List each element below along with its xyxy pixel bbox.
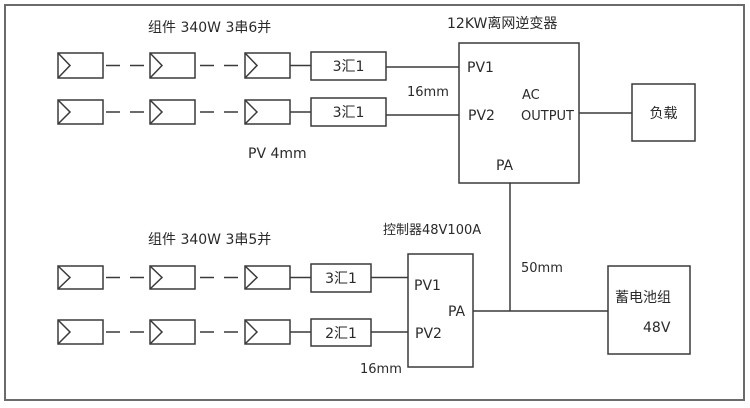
inverter-input-cable-label: 16mm (407, 85, 449, 100)
battery-box (607, 265, 691, 355)
pv-module (149, 52, 196, 79)
controller-pa-label: PA (448, 304, 466, 320)
top-array-string-2: 3汇1 (57, 97, 459, 127)
combiner-label: 2汇1 (325, 326, 357, 342)
battery-label: 蓄电池组 (615, 290, 671, 306)
combiner-label: 3汇1 (333, 105, 365, 121)
controller-pv1-label: PV1 (414, 278, 441, 294)
pv-module (57, 99, 104, 125)
combiner-box (310, 263, 372, 293)
bottom-array-title: 组件 340W 3串5并 (148, 232, 271, 248)
pv-module (244, 99, 291, 125)
pv-module (57, 319, 104, 345)
controller-pv2-label: PV2 (415, 326, 442, 342)
bottom-array-string-2: 2汇1 (57, 318, 408, 347)
load-label: 负载 (650, 106, 678, 122)
pv-module (149, 99, 196, 125)
inverter-pv2-label: PV2 (468, 108, 495, 124)
bottom-array-string-1: 3汇1 (57, 263, 408, 293)
pv-module (149, 319, 196, 345)
combiner-box (310, 97, 387, 127)
combiner-box (310, 51, 387, 81)
combiner-label: 3汇1 (325, 271, 357, 287)
controller-box (407, 253, 474, 368)
inverter-ac-label: AC (522, 88, 540, 103)
inverter-pv1-label: PV1 (467, 60, 494, 76)
pv-module (57, 265, 104, 290)
inverter-pa-label: PA (496, 158, 514, 174)
pv-cable-label: PV 4mm (248, 146, 307, 162)
top-array-title: 组件 340W 3串6并 (148, 20, 271, 36)
load-box (631, 83, 696, 142)
pv-module (57, 52, 104, 79)
controller-input-cable-label: 16mm (360, 362, 402, 377)
diagram-border (4, 4, 745, 401)
pv-module (149, 265, 196, 290)
pv-module (244, 319, 291, 345)
combiner-label: 3汇1 (333, 59, 365, 75)
pv-module (244, 265, 291, 290)
top-array-string-1: 3汇1 (57, 51, 459, 81)
inverter-box (458, 42, 580, 184)
battery-voltage: 48V (643, 320, 671, 336)
battery-cable-label: 50mm (521, 261, 563, 276)
inverter-title: 12KW离网逆变器 (447, 15, 557, 32)
controller-title: 控制器48V100A (383, 223, 481, 238)
pv-module (244, 52, 291, 79)
inverter-output-label: OUTPUT (521, 109, 574, 124)
